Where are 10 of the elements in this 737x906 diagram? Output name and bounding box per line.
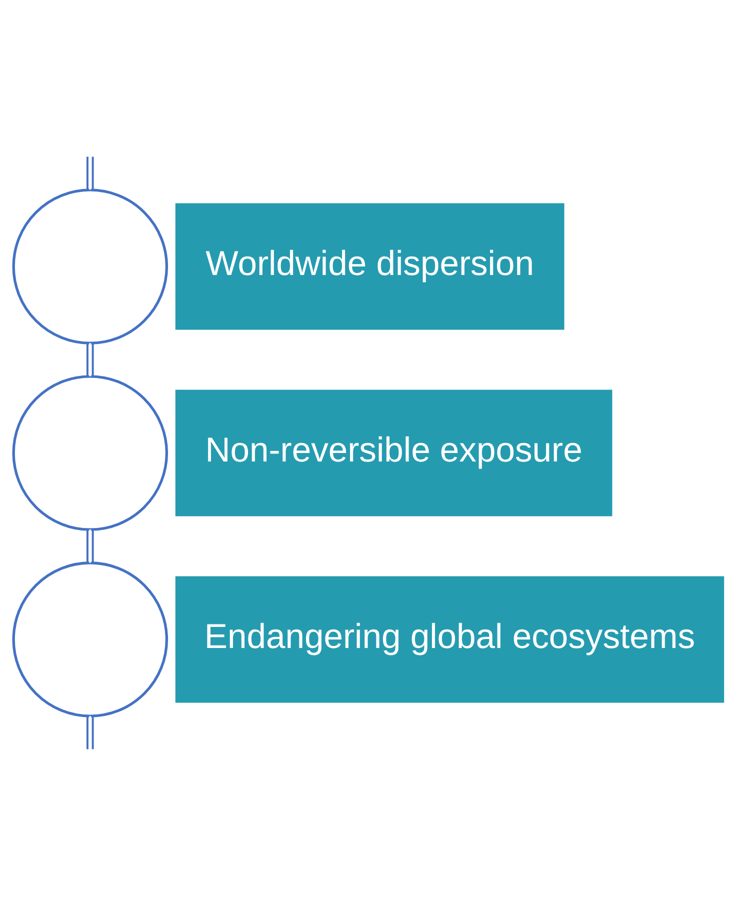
connector — [86, 343, 94, 376]
node-box: Worldwide dispersion — [175, 203, 564, 330]
connector — [86, 156, 94, 190]
connector — [86, 716, 94, 750]
node-box: Non-reversible exposure — [175, 390, 612, 516]
node-circle — [12, 375, 168, 531]
node-box: Endangering global ecosystems — [175, 576, 724, 703]
connector — [86, 530, 94, 563]
node-circle — [12, 188, 168, 344]
node-circle — [12, 562, 168, 718]
